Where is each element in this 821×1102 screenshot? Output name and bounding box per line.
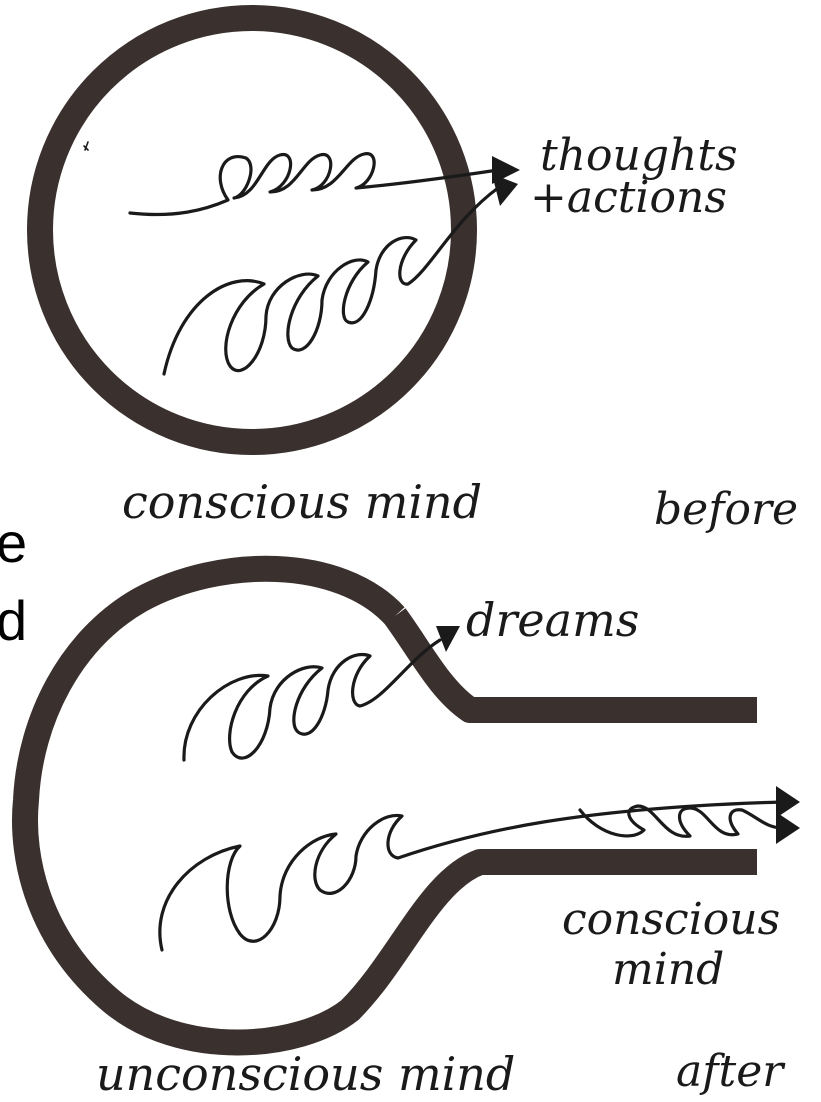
channel-label-line2: mind xyxy=(612,944,724,995)
caption-unconscious-mind: unconscious mind xyxy=(96,1047,515,1101)
stage-label-before: before xyxy=(654,484,798,535)
stage-label-after: after xyxy=(676,1046,786,1097)
conscious-mind-circle xyxy=(40,18,464,442)
clipped-slide-text-line2: d xyxy=(0,589,27,652)
after-diagram: dreams conscious mind unconscious mind a… xyxy=(25,569,800,1101)
clipped-slide-text-line1: e xyxy=(0,511,27,574)
caption-conscious-mind: conscious mind xyxy=(122,475,482,529)
arrowhead-channel-upper xyxy=(776,786,800,818)
stray-mark xyxy=(84,142,88,150)
exit-coil xyxy=(580,806,782,836)
arrowhead-channel-lower xyxy=(776,812,800,844)
dreams-coil xyxy=(184,640,440,760)
dreams-label: dreams xyxy=(466,593,639,647)
before-diagram: thoughts +actions conscious mind before xyxy=(40,18,798,535)
channel-label-line1: conscious xyxy=(562,894,780,945)
output-label-line2: +actions xyxy=(530,172,727,223)
